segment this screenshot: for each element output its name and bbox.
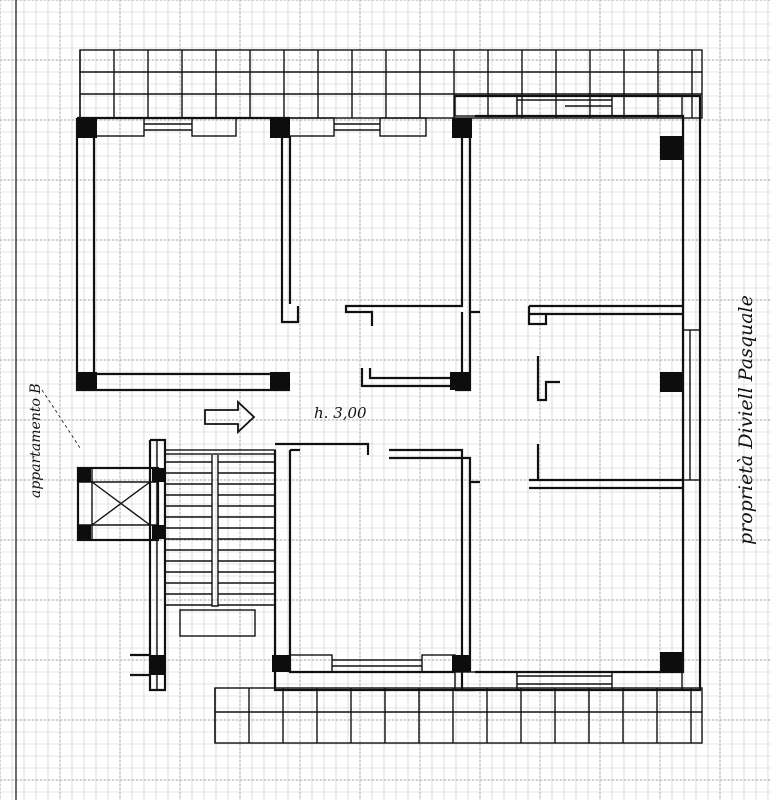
structural-pillars	[77, 118, 682, 675]
outer-walls	[75, 94, 702, 692]
height-label: h. 3,00	[314, 404, 367, 422]
side-shaft	[76, 440, 160, 542]
owner-label: proprietà Diviell Pasquale	[735, 295, 757, 545]
label-leader	[41, 389, 81, 449]
bottom-balcony	[214, 687, 703, 744]
stairwell	[130, 438, 276, 692]
side-label: appartamento B	[28, 383, 44, 498]
arrow-right-icon	[204, 399, 256, 435]
